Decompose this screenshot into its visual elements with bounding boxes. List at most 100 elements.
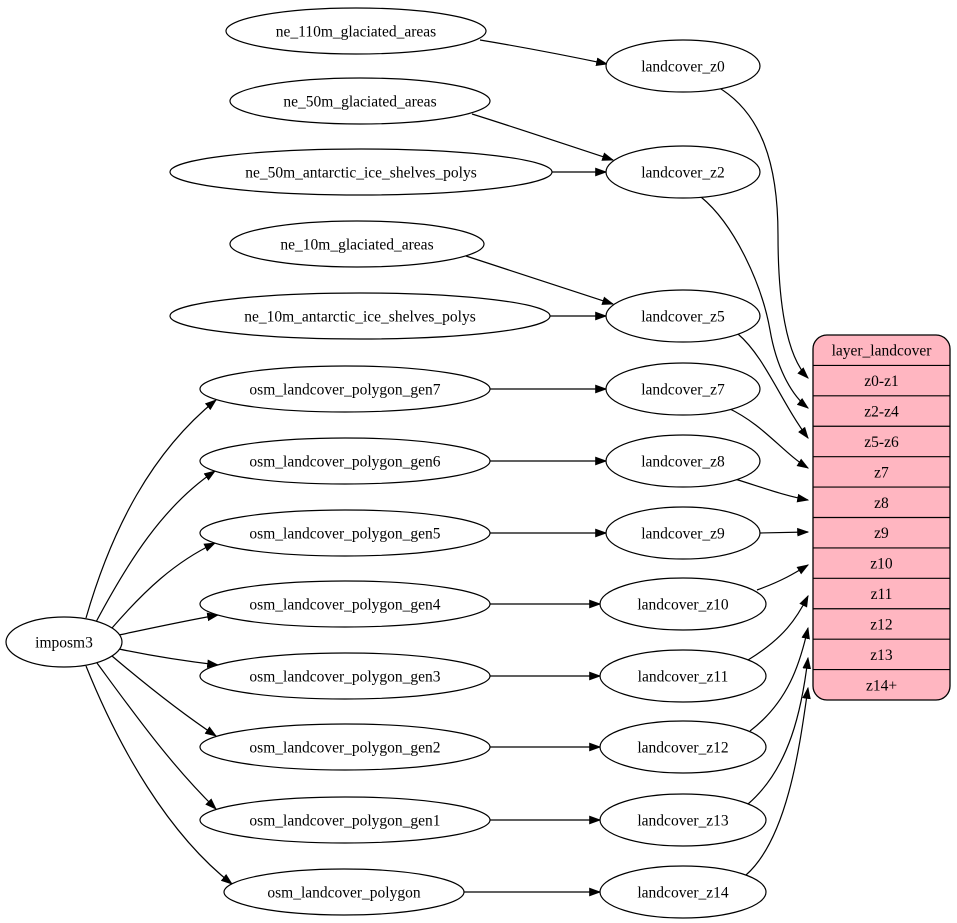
node-label: ne_10m_glaciated_areas [280,237,433,254]
record-row-z14+: z14+ [866,677,897,694]
node-landcover_z8: landcover_z8 [605,434,761,488]
node-label: osm_landcover_polygon_gen5 [249,526,440,543]
edge-imposm3-to-osm_landcover_polygon_gen1 [96,662,217,810]
node-ellipse [199,723,491,771]
node-landcover_z5: landcover_z5 [605,289,761,343]
edge-landcover_z14-to-layer_landcover-z14+ [745,686,811,876]
node-imposm3: imposm3 [5,616,123,668]
node-label: landcover_z14 [637,885,728,902]
node-label: osm_landcover_polygon_gen2 [249,740,440,757]
node-label: landcover_z5 [641,309,725,326]
node-ellipse [169,292,551,340]
record-row-z8: z8 [874,495,889,512]
node-label: landcover_z12 [637,740,728,757]
node-landcover_z13: landcover_z13 [599,793,767,847]
record-title: layer_landcover [832,343,933,360]
node-osm_landcover_polygon: osm_landcover_polygon [223,868,465,916]
node-osm_landcover_polygon_gen5: osm_landcover_polygon_gen5 [199,509,491,557]
node-label: landcover_z11 [638,669,729,686]
node-ellipse [229,77,491,125]
node-ellipse [605,289,761,343]
node-ne_50m_antarctic_ice_shelves_polys: ne_50m_antarctic_ice_shelves_polys [169,148,553,196]
node-ellipse [599,865,767,919]
node-ellipse [605,145,761,199]
record-row-z13: z13 [870,647,893,664]
edge-landcover_z13-to-layer_landcover-z13 [747,656,812,805]
node-landcover_z2: landcover_z2 [605,145,761,199]
node-ne_10m_antarctic_ice_shelves_polys: ne_10m_antarctic_ice_shelves_polys [169,292,551,340]
node-ellipse [605,362,761,416]
record-row-z0-z1: z0-z1 [864,373,898,390]
edge-landcover_z2-to-layer_landcover-z2-z4 [700,196,809,409]
record-row-z2-z4: z2-z4 [864,404,899,421]
node-ellipse [229,220,485,268]
node-ellipse [199,365,491,413]
node-label: ne_50m_antarctic_ice_shelves_polys [245,165,477,182]
node-label: landcover_z13 [637,813,728,830]
node-ellipse [169,148,553,196]
record-row-z12: z12 [870,616,892,633]
node-ne_10m_glaciated_areas: ne_10m_glaciated_areas [229,220,485,268]
edge-ne_110m_glaciated_areas-to-landcover_z0 [479,39,609,67]
edge-landcover_z9-to-layer_landcover-z9 [759,527,810,537]
node-landcover_z9: landcover_z9 [605,506,761,560]
node-ellipse [5,616,123,668]
node-landcover_z11: landcover_z11 [599,649,767,703]
node-label: landcover_z0 [641,59,725,76]
node-osm_landcover_polygon_gen3: osm_landcover_polygon_gen3 [199,652,491,700]
node-ellipse [599,793,767,847]
record-layer_landcover: layer_landcoverz0-z1z2-z4z5-z6z7z8z9z10z… [812,334,951,701]
edge-imposm3-to-osm_landcover_polygon [85,665,233,885]
node-landcover_z10: landcover_z10 [599,577,767,631]
node-label: osm_landcover_polygon_gen7 [249,382,440,399]
edges-layer [85,39,812,897]
node-label: osm_landcover_polygon_gen1 [249,813,440,830]
edge-imposm3-to-osm_landcover_polygon_gen3 [118,648,220,669]
edge-imposm3-to-osm_landcover_polygon_gen7 [85,399,217,619]
node-osm_landcover_polygon_gen2: osm_landcover_polygon_gen2 [199,723,491,771]
node-label: landcover_z8 [641,454,725,471]
node-landcover_z14: landcover_z14 [599,865,767,919]
node-ellipse [225,7,487,55]
record-row-z5-z6: z5-z6 [864,434,899,451]
node-ellipse [199,652,491,700]
edge-imposm3-to-osm_landcover_polygon_gen4 [118,612,220,636]
node-label: landcover_z9 [641,526,725,543]
node-ellipse [199,509,491,557]
record-row-z7: z7 [874,464,889,481]
node-ellipse [199,580,491,628]
edge-ne_10m_glaciated_areas-to-landcover_z5 [465,255,615,305]
node-ellipse [599,649,767,703]
record-row-z11: z11 [871,586,893,603]
edge-landcover_z8-to-layer_landcover-z8 [734,478,810,503]
node-ellipse [599,720,767,774]
node-osm_landcover_polygon_gen1: osm_landcover_polygon_gen1 [199,796,491,844]
node-ne_50m_glaciated_areas: ne_50m_glaciated_areas [229,77,491,125]
node-label: osm_landcover_polygon_gen6 [249,454,440,471]
node-landcover_z7: landcover_z7 [605,362,761,416]
node-osm_landcover_polygon_gen4: osm_landcover_polygon_gen4 [199,580,491,628]
edge-landcover_z11-to-layer_landcover-z11 [747,594,809,661]
node-label: landcover_z10 [637,597,728,614]
node-label: ne_50m_glaciated_areas [283,94,436,111]
node-label: ne_10m_antarctic_ice_shelves_polys [244,309,476,326]
node-ellipse [605,434,761,488]
node-ellipse [199,437,491,485]
edge-landcover_z7-to-layer_landcover-z7 [727,407,810,469]
edge-imposm3-to-osm_landcover_polygon_gen6 [95,470,216,623]
node-label: landcover_z7 [641,382,725,399]
node-label: imposm3 [35,635,93,652]
edge-imposm3-to-osm_landcover_polygon_gen5 [111,542,217,629]
node-osm_landcover_polygon_gen6: osm_landcover_polygon_gen6 [199,437,491,485]
edge-imposm3-to-osm_landcover_polygon_gen2 [111,655,217,737]
record-row-z9: z9 [874,525,889,542]
nodes-layer: ne_110m_glaciated_areas ne_50m_glaciated_… [5,7,767,919]
edge-ne_50m_glaciated_areas-to-landcover_z2 [471,113,615,161]
edge-landcover_z5-to-layer_landcover-z5-z6 [737,333,809,439]
node-label: osm_landcover_polygon_gen3 [249,669,440,686]
node-ellipse [605,506,761,560]
node-ne_110m_glaciated_areas: ne_110m_glaciated_areas [225,7,487,55]
edge-landcover_z12-to-layer_landcover-z12 [749,626,810,732]
